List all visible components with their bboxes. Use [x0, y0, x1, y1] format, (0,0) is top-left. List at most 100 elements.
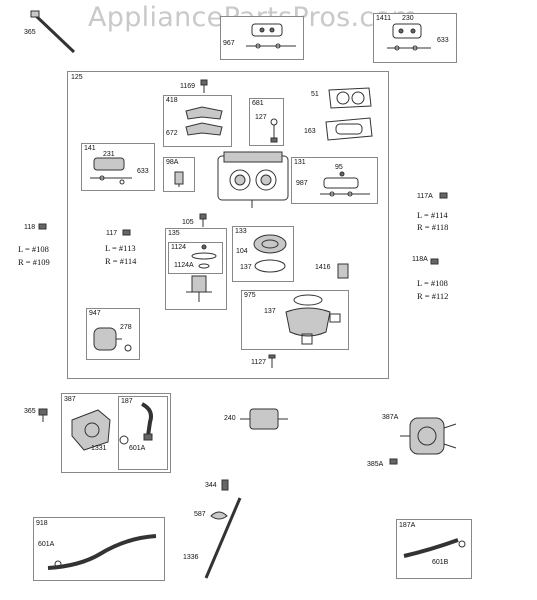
label-587: 587 [194, 511, 206, 518]
gasket-kit-967-drawing [246, 23, 296, 49]
label-672: 672 [166, 130, 178, 137]
hose-187-drawing [141, 402, 153, 441]
label-1331: 1331 [91, 445, 107, 452]
label-344: 344 [205, 482, 217, 489]
gasket-163-drawing [325, 117, 373, 141]
fuel-line-1336-drawing [204, 497, 242, 579]
kit-681-box [249, 98, 284, 146]
label-278: 278 [120, 324, 132, 331]
label-118: 118 [24, 224, 36, 231]
carburetor-body-drawing [217, 151, 289, 208]
label-365-bottom: 365 [24, 408, 36, 415]
label-633-top: 633 [437, 37, 449, 44]
kit-418-box [163, 95, 232, 147]
label-163: 163 [304, 128, 316, 135]
label-137-b: 137 [264, 308, 276, 315]
label-187a: 187A [399, 522, 416, 529]
gasket-418-drawing [185, 106, 223, 136]
label-104: 104 [236, 248, 248, 255]
label-117: 117 [106, 230, 118, 237]
label-187: 187 [121, 398, 133, 405]
label-633: 633 [137, 168, 149, 175]
screw-117-drawing [122, 229, 131, 236]
note-118-left: L = #108 [18, 244, 49, 254]
note-117a-left: L = #114 [417, 210, 448, 220]
label-95: 95 [335, 164, 343, 171]
note-117-left: L = #113 [105, 243, 136, 253]
label-947: 947 [89, 310, 101, 317]
gasket-kit-131-drawing [320, 171, 370, 197]
label-117a: 117A [417, 193, 433, 200]
label-385a: 385A [367, 461, 384, 468]
clamp-344-drawing [221, 479, 229, 491]
screw-117a-drawing [439, 192, 448, 199]
label-967-top: 967 [223, 40, 235, 47]
bolt-365-drawing [30, 10, 76, 54]
screw-118-drawing [38, 223, 47, 230]
label-1416: 1416 [315, 264, 331, 271]
note-117a-right: R = #118 [417, 222, 449, 232]
screw-105-drawing [199, 213, 207, 227]
label-125: 125 [71, 74, 83, 81]
note-117-right: R = #114 [105, 256, 137, 266]
label-127: 127 [255, 114, 267, 121]
label-418: 418 [166, 97, 178, 104]
label-118a: 118A [412, 256, 428, 263]
kit-918-box [33, 517, 165, 581]
label-137-a: 137 [240, 264, 252, 271]
label-987: 987 [296, 180, 308, 187]
fuel-filter-240-drawing [240, 408, 288, 430]
label-365-top: 365 [24, 29, 36, 36]
gasket-kit-1411-drawing [387, 23, 431, 51]
label-105: 105 [182, 219, 194, 226]
hose-187a-drawing [403, 538, 466, 558]
hose-918-drawing [47, 534, 157, 570]
label-1124a: 1124A [174, 262, 194, 269]
solenoid-947-drawing [93, 327, 132, 352]
note-118-right: R = #109 [18, 257, 50, 267]
label-1411: 1411 [376, 15, 392, 22]
label-1336: 1336 [183, 554, 199, 561]
screw-1169-drawing [200, 79, 208, 93]
float-valve-135-drawing [186, 244, 217, 302]
screw-385a-drawing [389, 458, 398, 465]
fuel-pump-387-drawing [71, 409, 111, 451]
label-141: 141 [84, 145, 96, 152]
screw-365-drawing [38, 408, 48, 422]
kit-187-box [118, 396, 168, 470]
label-975: 975 [244, 292, 256, 299]
label-387a: 387A [382, 414, 399, 421]
label-601a: 601A [129, 445, 146, 452]
gasket-kit-141-drawing [90, 157, 132, 185]
label-1124: 1124 [171, 244, 187, 251]
label-918: 918 [36, 520, 48, 527]
label-387: 387 [64, 396, 76, 403]
gasket-51-drawing [328, 87, 372, 109]
label-240: 240 [224, 415, 236, 422]
needle-681-drawing [270, 118, 278, 143]
label-1127: 1127 [251, 359, 267, 366]
float-bowl-975-drawing [285, 294, 341, 345]
note-118a-right: R = #112 [417, 291, 449, 301]
label-601b: 601B [432, 559, 449, 566]
screw-118a-drawing [430, 258, 439, 265]
label-133: 133 [235, 228, 247, 235]
clip-587-drawing [210, 511, 228, 520]
label-601a-bottom: 601A [38, 541, 55, 548]
label-98a: 98A [166, 159, 179, 166]
label-230: 230 [402, 15, 414, 22]
kit-967-box [220, 16, 304, 60]
kit-131-box [291, 157, 378, 204]
label-51: 51 [311, 91, 319, 98]
label-681: 681 [252, 100, 264, 107]
label-231: 231 [103, 151, 115, 158]
fuel-pump-387a-drawing [400, 417, 457, 455]
label-135: 135 [168, 230, 180, 237]
spacer-1416-drawing [337, 263, 349, 279]
kit-133-box [232, 226, 294, 282]
clamp-601a-drawing [119, 435, 129, 445]
label-1169: 1169 [180, 83, 196, 90]
jet-98a-drawing [174, 171, 184, 187]
screw-1127-drawing [268, 354, 276, 368]
